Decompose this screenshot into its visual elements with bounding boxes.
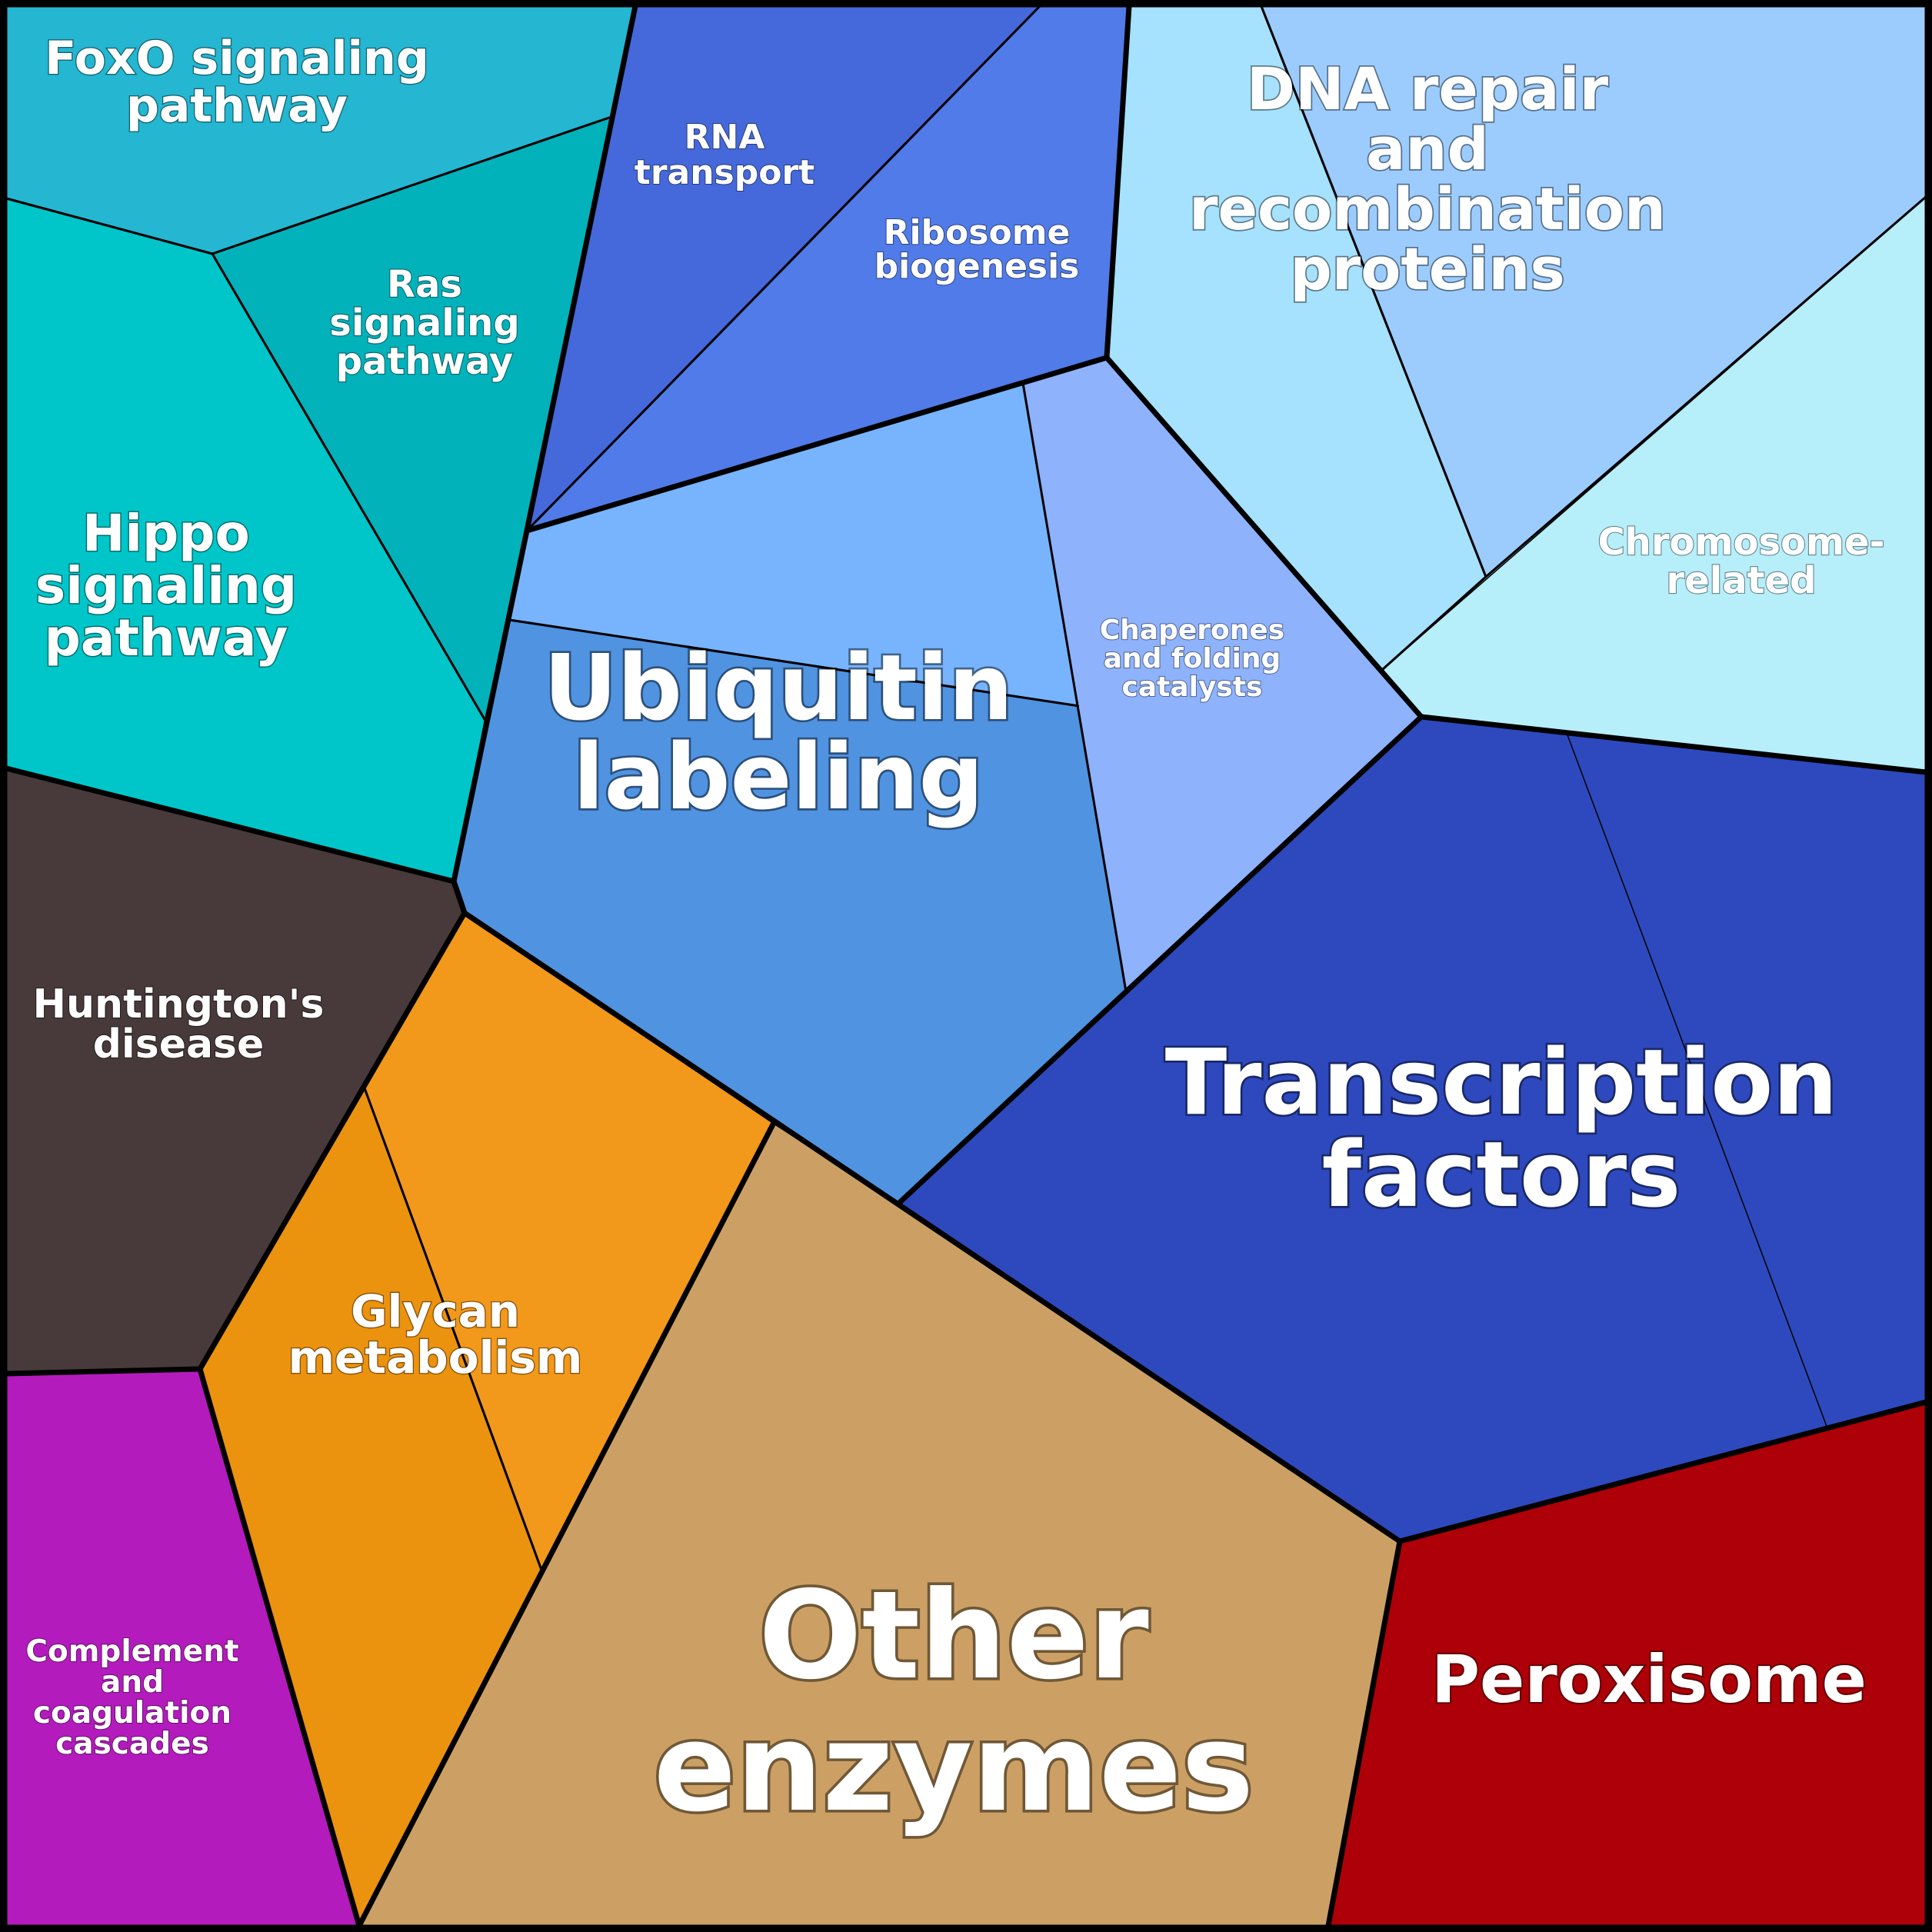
label-line: Peroxisome <box>1431 1641 1867 1718</box>
label-line: Glycan <box>351 1285 520 1337</box>
border-ribosome-bottom <box>525 355 1108 534</box>
label-line: FoxO signaling <box>45 32 429 85</box>
divider-dna-chromosome <box>1381 196 1927 671</box>
label-line: Complement <box>25 1634 238 1669</box>
border-transcription-peroxisome <box>1399 1399 1927 1544</box>
label-line: metabolism <box>288 1331 583 1384</box>
label-line: Other <box>758 1565 1148 1707</box>
label-line: biogenesis <box>874 247 1080 286</box>
divider-foxo-ras <box>5 198 213 255</box>
label-line: factors <box>1322 1121 1681 1227</box>
label-line: and folding <box>1104 643 1281 675</box>
label-line: RNA <box>685 118 765 157</box>
label-line: catalysts <box>1121 671 1262 703</box>
label-line: Ribosome <box>884 213 1071 252</box>
divider-ubiquitin-top <box>508 619 1080 707</box>
label-line: signaling <box>35 556 297 615</box>
label-line: Huntington's <box>33 981 325 1028</box>
divider-glycan <box>364 1088 543 1573</box>
label-line: Ubiquitin <box>544 635 1014 741</box>
label-line: disease <box>93 1021 265 1068</box>
divider-transcription <box>1566 732 1828 1429</box>
divider-foxo-ras-2 <box>212 116 612 255</box>
label-line: proteins <box>1290 235 1564 303</box>
label-line: Chromosome- <box>1597 521 1884 564</box>
label-line: related <box>1667 559 1817 602</box>
border-glycan-other <box>356 1121 777 1927</box>
divider-rna-ribosome <box>526 5 1041 531</box>
label-line: labeling <box>573 724 984 830</box>
label-line: Transcription <box>1165 1029 1838 1135</box>
label-peroxisome: Peroxisome <box>1431 1641 1867 1718</box>
label-line: transport <box>635 153 814 192</box>
label-line: Hippo <box>82 504 250 563</box>
label-line: Ras <box>387 263 462 306</box>
label-line: cascades <box>55 1727 209 1761</box>
label-line: signaling <box>329 301 519 345</box>
divider-ras-hippo <box>212 253 486 721</box>
divider-dna-repair <box>1261 5 1487 578</box>
border-glycan-complement <box>197 1368 362 1927</box>
label-line: DNA repair <box>1247 55 1609 123</box>
label-line: pathway <box>336 340 513 383</box>
label-line: pathway <box>126 79 348 133</box>
border-blue-orange <box>451 880 1401 1544</box>
label-line: recombination <box>1189 175 1666 243</box>
label-line: and <box>101 1665 164 1700</box>
divider-ubiquitin-chaperones <box>1022 382 1127 992</box>
label-line: and <box>1366 115 1489 183</box>
label-chromosome: Chromosome-related <box>1597 521 1884 602</box>
label-line: enzymes <box>654 1697 1254 1839</box>
label-line: coagulation <box>33 1696 232 1730</box>
label-line: Chaperones <box>1100 615 1285 646</box>
border-other-peroxisome <box>1325 1541 1403 1927</box>
label-line: pathway <box>45 608 288 668</box>
